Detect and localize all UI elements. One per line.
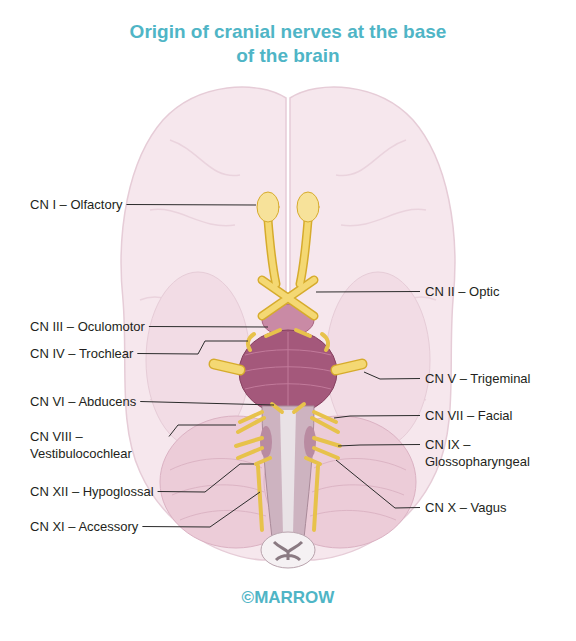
nerve-label: CN IX – Glossopharyngeal xyxy=(425,436,560,470)
leader-line xyxy=(169,425,236,437)
cranial-nerves xyxy=(214,192,362,530)
nerve-label: CN IV – Trochlear xyxy=(30,345,133,362)
leader-line xyxy=(334,416,420,419)
nerve-label: CN II – Optic xyxy=(425,283,499,300)
nerve-label: CN VIII – Vestibulocochlear xyxy=(30,428,165,462)
leader-line xyxy=(338,445,420,447)
nerve-label: CN VII – Facial xyxy=(425,407,512,424)
leader-line xyxy=(149,326,268,328)
leader-line xyxy=(142,492,260,527)
nerve-label: CN XII – Hypoglossal xyxy=(30,483,154,500)
leader-line xyxy=(316,291,420,293)
leader-line xyxy=(158,464,254,492)
watermark: ©MARROW xyxy=(242,588,335,608)
nerve-label: CN I – Olfactory xyxy=(30,196,122,213)
nerve-label: CN V – Trigeminal xyxy=(425,370,530,387)
nerve-label: CN VI – Abducens xyxy=(30,393,136,410)
nerve-label: CN XI – Accessory xyxy=(30,518,138,535)
leader-line xyxy=(140,402,274,406)
title: Origin of cranial nerves at the base of … xyxy=(128,20,448,68)
leader-line xyxy=(126,204,256,206)
cerebrum xyxy=(121,87,455,560)
leader-line xyxy=(137,341,248,354)
nerve-label: CN III – Oculomotor xyxy=(30,318,145,335)
nerve-label: CN X – Vagus xyxy=(425,499,506,516)
brainstem xyxy=(239,304,337,568)
leader-line xyxy=(364,372,420,379)
leader-line xyxy=(336,460,420,508)
